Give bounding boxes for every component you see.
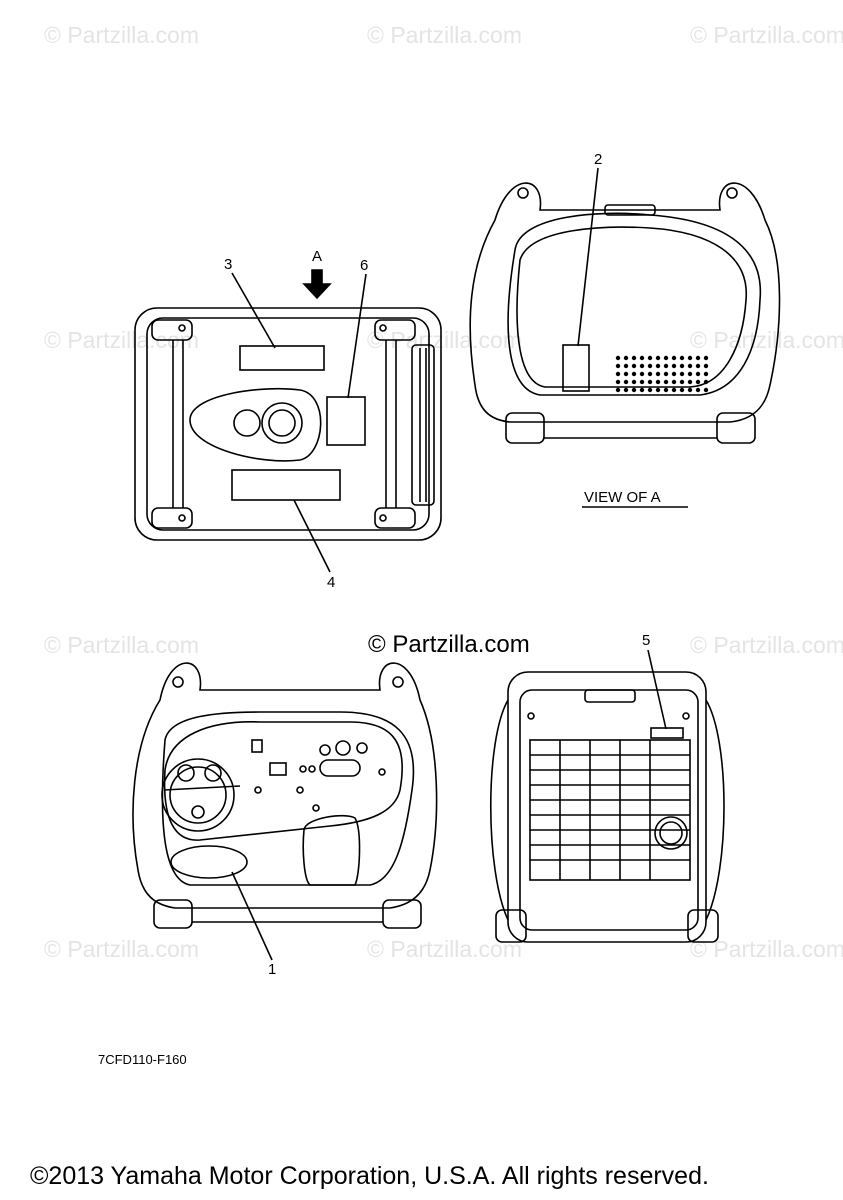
watermark: © Partzilla.com <box>44 632 199 658</box>
label-3-box <box>239 345 325 371</box>
label-2-box <box>562 344 590 392</box>
callout-4: 4 <box>327 574 336 591</box>
view-arrow-icon <box>302 269 332 300</box>
label-5-box <box>650 727 684 739</box>
callout-3: 3 <box>224 256 233 273</box>
view-a-generator <box>469 182 781 444</box>
watermark: © Partzilla.com <box>44 22 199 48</box>
view-of-a-label: VIEW OF A <box>584 489 661 506</box>
top-view-generator <box>134 307 442 541</box>
watermark: © Partzilla.com <box>690 327 843 353</box>
label-1-oval <box>170 845 248 879</box>
front-view-generator <box>132 662 438 929</box>
callout-6: 6 <box>360 257 369 274</box>
center-watermark: © Partzilla.com <box>368 631 530 658</box>
callout-1: 1 <box>268 961 277 978</box>
part-code: 7CFD110-F160 <box>98 1052 187 1067</box>
callout-arrow-a: A <box>312 248 323 265</box>
rear-view-generator <box>489 671 725 943</box>
callout-2: 2 <box>594 151 603 168</box>
label-4-box <box>231 469 341 501</box>
watermark: © Partzilla.com <box>367 936 522 962</box>
label-6-box <box>326 396 366 446</box>
watermark: © Partzilla.com <box>367 22 522 48</box>
watermark: © Partzilla.com <box>690 632 843 658</box>
watermark: © Partzilla.com <box>690 22 843 48</box>
callout-5: 5 <box>642 632 651 649</box>
copyright-notice: ©2013 Yamaha Motor Corporation, U.S.A. A… <box>30 1162 709 1190</box>
vent-dots <box>615 355 709 393</box>
watermark: © Partzilla.com <box>44 936 199 962</box>
